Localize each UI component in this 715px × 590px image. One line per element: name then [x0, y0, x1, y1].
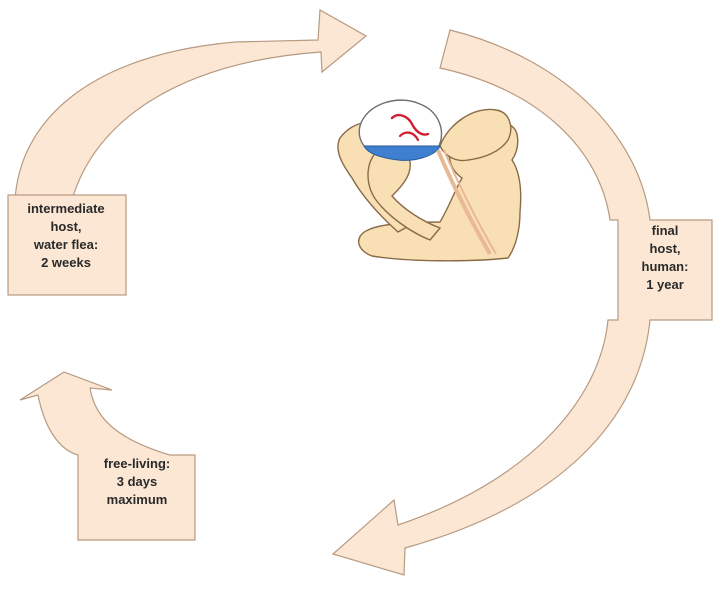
arrow-intermediate-to-final [14, 9, 368, 201]
stage-label-free-living: free-living: 3 days maximum [103, 456, 171, 507]
human-drinking-illustration [337, 99, 522, 262]
arrow-final-to-free-living [331, 29, 713, 576]
stage-label-intermediate-host: intermediate host, water flea: 2 weeks [27, 201, 105, 270]
stage-label-final-host: final host, human: 1 year [641, 223, 689, 292]
intermediate-box [7, 194, 127, 296]
arrow-free-living-to-intermediate [19, 371, 196, 541]
